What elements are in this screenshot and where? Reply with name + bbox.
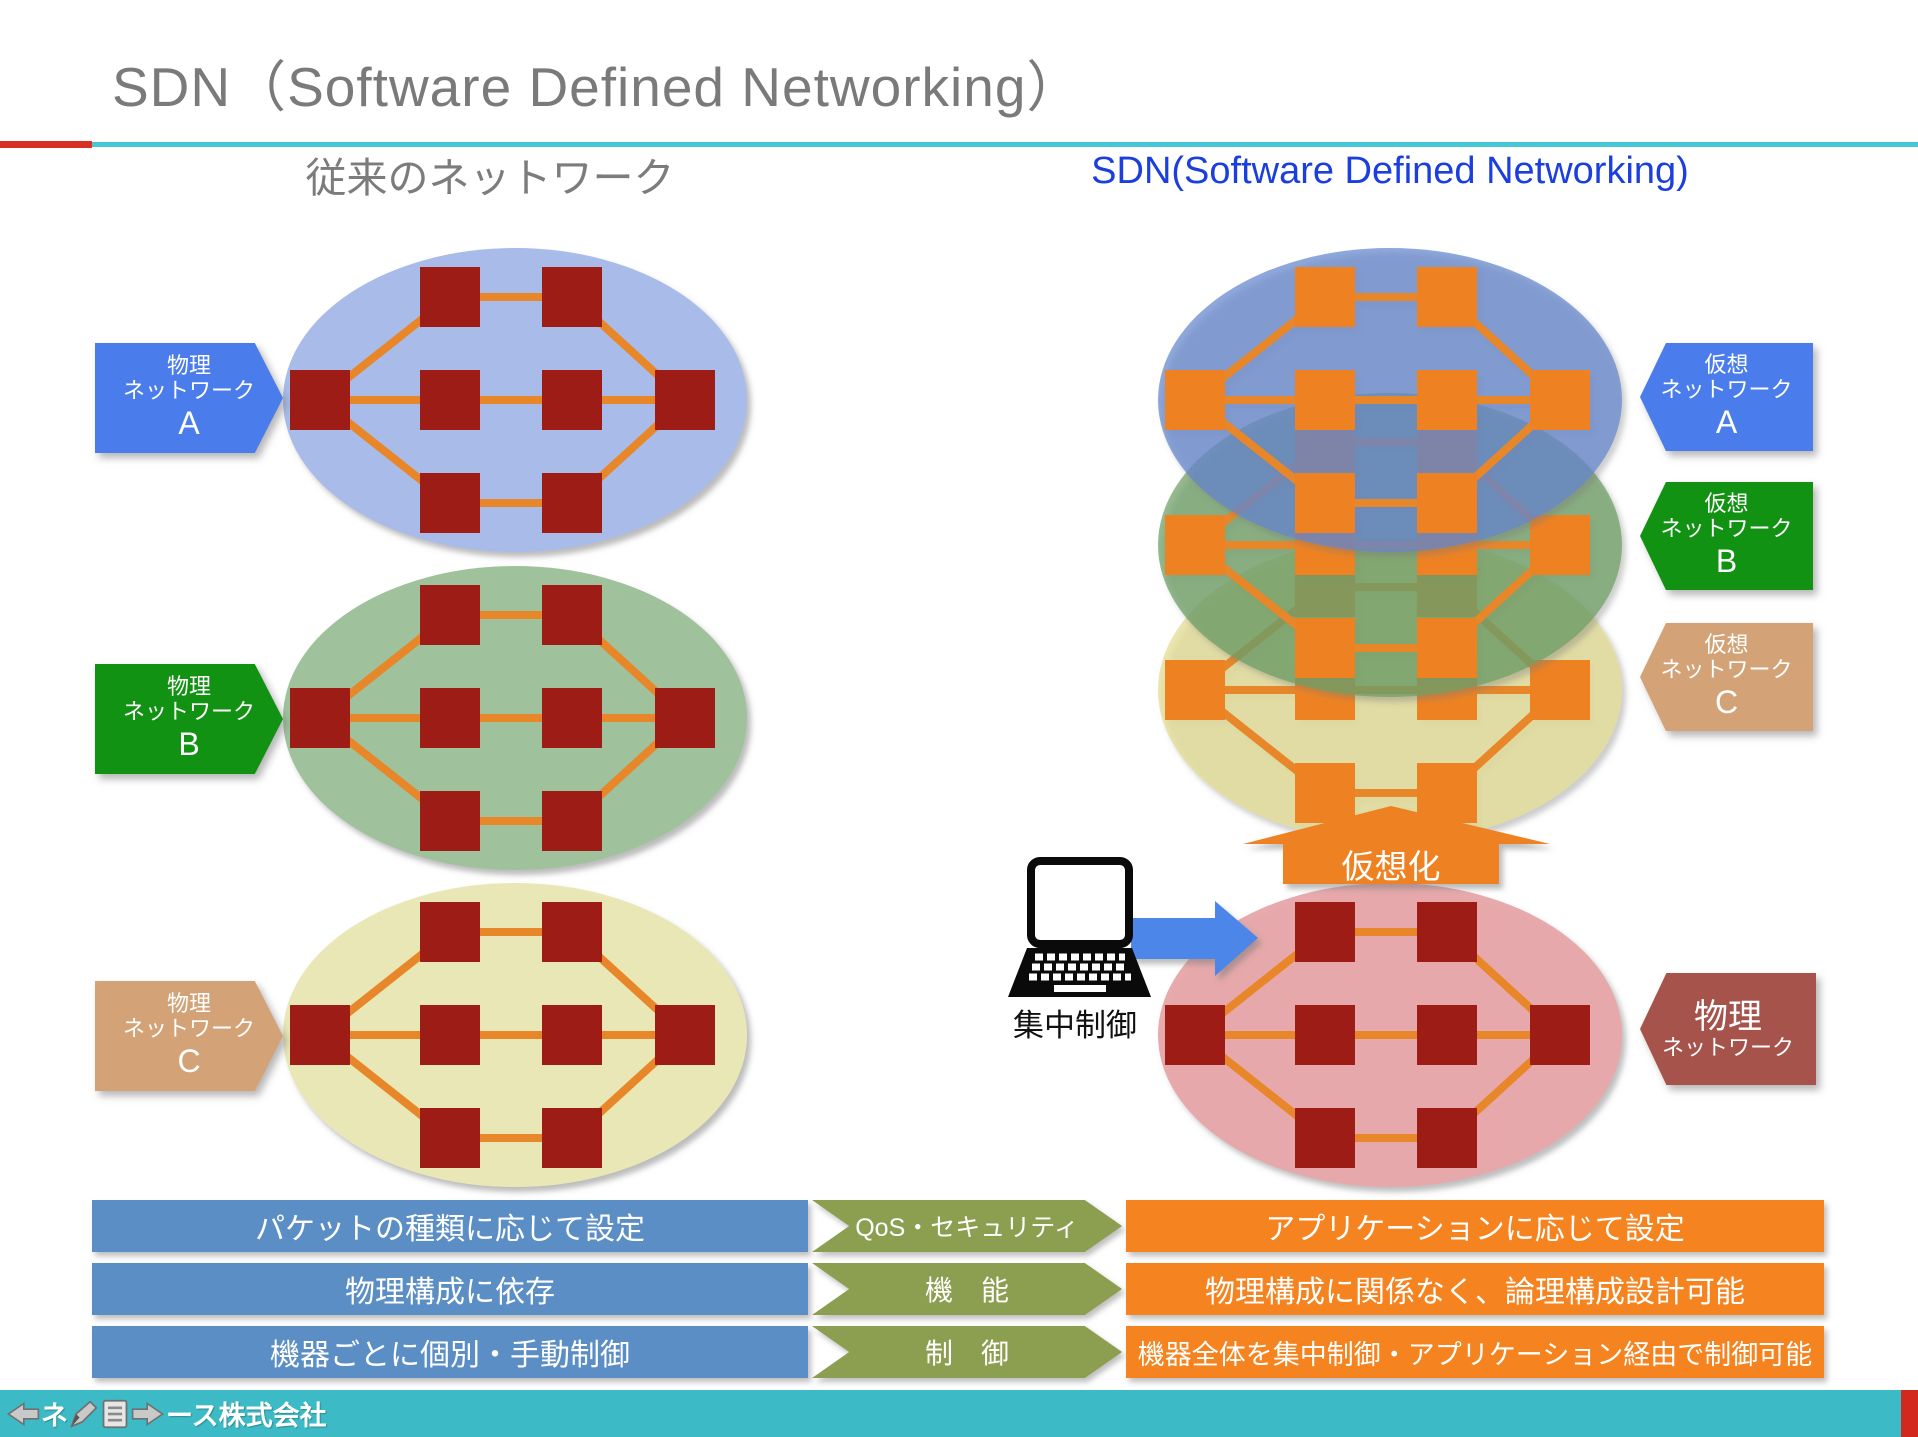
label-letter: C	[1714, 683, 1739, 720]
comparison-middle-row3-text: 制 御	[812, 1326, 1122, 1378]
label-line: ネットワーク	[1660, 657, 1793, 683]
virtual-network-b-label: 仮想 ネットワーク B	[1640, 482, 1813, 590]
arrow-left-icon	[6, 1401, 40, 1426]
arrow-right-icon	[131, 1401, 165, 1426]
label-letter: C	[177, 1042, 201, 1079]
company-logo: ネ ース株式会社	[6, 1394, 327, 1433]
right-section-heading: SDN(Software Defined Networking)	[1091, 150, 1689, 192]
logo-text-prefix: ネ	[41, 1401, 68, 1431]
virtual-network-a-label: 仮想 ネットワーク A	[1640, 343, 1813, 451]
comparison-right-row3: 機器全体を集中制御・アプリケーション経由で制御可能	[1126, 1326, 1824, 1378]
label-line: ネットワーク	[1660, 516, 1793, 542]
label-line: 仮想	[1704, 352, 1749, 378]
label-line: 物理	[166, 674, 211, 700]
document-icon	[102, 1399, 128, 1428]
virtual-network-c-label: 仮想 ネットワーク C	[1640, 623, 1813, 731]
control-right-arrow	[1131, 901, 1258, 976]
label-letter: A	[1715, 403, 1738, 440]
physical-network-c-cluster	[283, 883, 747, 1187]
laptop-icon	[1008, 857, 1151, 997]
comparison-left-row3: 機器ごとに個別・手動制御	[92, 1326, 808, 1378]
comparison-middle-row3: 制 御	[812, 1326, 1122, 1378]
divider-teal-line	[92, 142, 1918, 147]
comparison-middle-row1: QoS・セキュリティ	[812, 1200, 1122, 1252]
physical-network-b-label: 物理 ネットワーク B	[95, 664, 283, 774]
label-letter: B	[1715, 542, 1738, 579]
physical-network-c-label: 物理 ネットワーク C	[95, 981, 283, 1091]
virtualization-up-arrow	[1243, 806, 1550, 884]
comparison-right-row1: アプリケーションに応じて設定	[1126, 1200, 1824, 1252]
label-line: ネットワーク	[1661, 1034, 1794, 1060]
divider-red-segment	[0, 141, 92, 148]
label-line: ネットワーク	[122, 1016, 255, 1042]
label-line: 物理	[1694, 997, 1762, 1036]
comparison-middle-row1-text: QoS・セキュリティ	[812, 1200, 1122, 1252]
label-line: ネットワーク	[1660, 377, 1793, 403]
label-line: 仮想	[1704, 491, 1749, 517]
comparison-left-row1: パケットの種類に応じて設定	[92, 1200, 808, 1252]
label-line: 物理	[166, 353, 211, 379]
company-name-text: ース株式会社	[166, 1401, 327, 1431]
comparison-left-row2: 物理構成に依存	[92, 1263, 808, 1315]
sdn-physical-network-label: 物理 ネットワーク	[1640, 973, 1816, 1085]
central-control-label: 集中制御	[1013, 1008, 1137, 1043]
footer-accent-block	[1901, 1390, 1918, 1437]
label-line: 仮想	[1704, 632, 1749, 658]
physical-network-a-label: 物理 ネットワーク A	[95, 343, 283, 453]
left-section-heading: 従来のネットワーク	[305, 155, 675, 201]
physical-network-b-cluster	[283, 566, 747, 870]
footer-bar: ネ ース株式会社	[0, 1390, 1901, 1437]
comparison-middle-row2-text: 機 能	[812, 1263, 1122, 1315]
label-line: 物理	[166, 991, 211, 1017]
page-title: SDN（Software Defined Networking）	[112, 56, 1083, 118]
comparison-middle-row2: 機 能	[812, 1263, 1122, 1315]
label-letter: B	[178, 725, 200, 762]
comparison-right-row2: 物理構成に関係なく、論理構成設計可能	[1126, 1263, 1824, 1315]
label-letter: A	[178, 404, 200, 441]
virtual-network-a-cluster	[1158, 248, 1622, 552]
virtualization-arrow-label: 仮想化	[1341, 848, 1441, 885]
physical-network-a-cluster	[283, 248, 747, 552]
pencil-icon	[70, 1399, 98, 1428]
label-line: ネットワーク	[122, 699, 255, 725]
label-line: ネットワーク	[122, 378, 255, 404]
